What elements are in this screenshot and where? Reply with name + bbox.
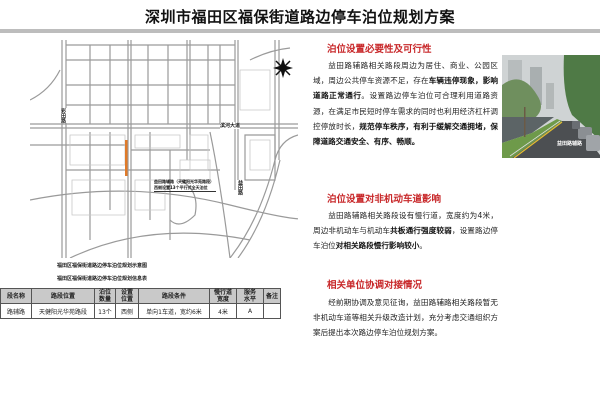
north-arrow-icon xyxy=(273,58,293,78)
th-remarks: 备注 xyxy=(263,288,281,304)
road-label-binhe: 滨河大道 xyxy=(220,122,241,129)
section-body-necessity: 益田路辅路相关路段周边为居住、商业、公园区域，周边公共停车资源不足，存在车辆违停… xyxy=(313,58,498,149)
table-caption: 福田区福保街道路边停车泊位规划信息表 xyxy=(57,276,148,282)
cell-condition: 单向1车道，宽约6米 xyxy=(138,303,210,319)
th-condition: 路段条件 xyxy=(138,288,210,304)
th-service-level: 服务 水平 xyxy=(236,288,264,304)
street-photo: 益田路辅路 xyxy=(502,55,600,158)
text-run: 。 xyxy=(419,241,427,251)
section-body-nonmotor: 益田路辅路相关路段设有慢行道，宽度约为4米，周边非机动车与机动车共板通行强度较弱… xyxy=(313,208,498,254)
th-count: 泊位 数量 xyxy=(94,288,116,304)
road-label-caitian: 彩田路 xyxy=(60,108,67,123)
road-network-map xyxy=(30,40,298,258)
parking-info-table: 段名称 路段位置 泊位 数量 设置 位置 路段条件 慢行道 宽度 服务 水平 备… xyxy=(0,288,281,319)
table-row: 路辅路 天健阳光华苑路段 13个 西侧 单向1车道，宽约6米 4米 A xyxy=(0,303,281,319)
cell-side: 西侧 xyxy=(115,303,139,319)
section-body-coordination: 经前期协调及意见征询，益田路辅路相关路段暂无非机动车道等相关升级改造计划，充分考… xyxy=(313,295,498,341)
callout-line-1: 益田路辅路（天健阳光华苑路段） xyxy=(154,179,214,184)
street-photo-illustration xyxy=(502,55,600,158)
page-title: 深圳市福田区福保街道路边停车泊位规划方案 xyxy=(144,8,455,26)
text-run-bold: 共板通行强度较弱 xyxy=(390,226,452,236)
text-run-bold: 规范停车秩序，有利于缓解交通拥堵，保障道路交通安全、有序、畅顺。 xyxy=(313,121,498,147)
title-divider xyxy=(0,29,600,33)
th-walkway-width: 慢行道 宽度 xyxy=(209,288,237,304)
cell-remarks xyxy=(263,303,281,319)
cell-road-name: 路辅路 xyxy=(0,303,32,319)
cell-walkway-width: 4米 xyxy=(209,303,237,319)
cell-location: 天健阳光华苑路段 xyxy=(31,303,95,319)
section-heading-nonmotor: 泊位设置对非机动车道影响 xyxy=(327,194,442,205)
road-label-yitian: 益田路 xyxy=(237,180,244,195)
cell-service-level: A xyxy=(236,303,264,319)
section-heading-coordination: 相关单位协调对接情况 xyxy=(327,280,423,291)
callout-line-2: 西侧设置13个平行式全天泊位 xyxy=(154,185,208,190)
th-side: 设置 位置 xyxy=(115,288,139,304)
text-run-bold: 车辆违停现象，影响道路正常通行 xyxy=(313,76,499,101)
text-run: 益田路辅路相关路段设有慢行道，宽度约为4米，周边非机动车与机动车 xyxy=(313,211,498,236)
text-run: ，设置路边停车泊位 xyxy=(313,226,499,251)
cell-count: 13个 xyxy=(94,303,116,319)
text-run: 益田路辅路相关路段周边为居住、商业、公园区域，周边公共停车资源不足，存在 xyxy=(313,61,498,86)
th-location: 路段位置 xyxy=(31,288,95,304)
text-run: 。设置路边停车泊位可合理利用道路资源，在满足市民短时停车需求的同时也利用经济杠杆… xyxy=(313,91,499,131)
map-caption: 福田区福保街道路边停车泊位规划示意图 xyxy=(57,263,148,269)
text-run: 经前期协调及意见征询，益田路辅路相关路段暂无非机动车道等相关升级改造计划，充分考… xyxy=(313,298,498,338)
photo-caption: 益田路辅路 xyxy=(557,141,583,147)
planning-map: 益田路辅路（天健阳光华苑路段） 西侧设置13个平行式全天泊位 滨河大道 益田路 … xyxy=(30,40,298,258)
table-header-row: 段名称 路段位置 泊位 数量 设置 位置 路段条件 慢行道 宽度 服务 水平 备… xyxy=(0,288,281,304)
th-road-name: 段名称 xyxy=(0,288,32,304)
parking-segment-highlight xyxy=(125,140,128,176)
section-heading-necessity: 泊位设置必要性及可行性 xyxy=(327,44,432,55)
text-run-bold: 对相关路段慢行影响较小 xyxy=(335,241,420,251)
map-callout: 益田路辅路（天健阳光华苑路段） 西侧设置13个平行式全天泊位 xyxy=(154,179,216,192)
